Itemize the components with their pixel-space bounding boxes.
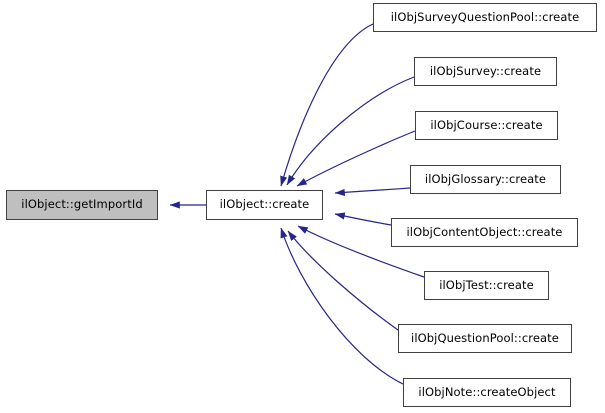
graph-edge-survey-to-create bbox=[286, 76, 415, 186]
node-ilobjsurveyquestionpool-create[interactable]: ilObjSurveyQuestionPool::create bbox=[373, 3, 597, 32]
node-label: ilObject::getImportId bbox=[21, 197, 143, 212]
node-label: ilObjSurvey::create bbox=[429, 63, 542, 78]
node-ilobjcourse-create[interactable]: ilObjCourse::create bbox=[415, 111, 558, 140]
graph-edge-course-to-create bbox=[296, 130, 416, 187]
node-label: ilObjContentObject::create bbox=[406, 224, 563, 239]
node-ilobjquestionpool-create[interactable]: ilObjQuestionPool::create bbox=[398, 324, 572, 353]
node-label: ilObjTest::create bbox=[439, 277, 534, 292]
node-ilobject-getimportid[interactable]: ilObject::getImportId bbox=[6, 190, 158, 220]
node-ilobject-create[interactable]: ilObject::create bbox=[206, 190, 323, 220]
node-label: ilObject::create bbox=[219, 197, 310, 212]
node-label: ilObjGlossary::create bbox=[424, 171, 547, 186]
graph-edge-surveyquestionpool-to-create bbox=[280, 23, 374, 187]
graph-edge-contentobject-to-create bbox=[334, 212, 392, 226]
node-ilobjtest-create[interactable]: ilObjTest::create bbox=[424, 271, 549, 300]
node-label: ilObjNote::createObject bbox=[418, 384, 556, 399]
node-ilobjsurvey-create[interactable]: ilObjSurvey::create bbox=[414, 57, 557, 86]
node-label: ilObjQuestionPool::create bbox=[411, 330, 559, 345]
node-ilobjglossary-create[interactable]: ilObjGlossary::create bbox=[410, 165, 561, 194]
node-label: ilObjCourse::create bbox=[430, 117, 543, 132]
graph-edge-questionpool-to-create bbox=[287, 230, 399, 331]
graph-edge-note-to-create bbox=[280, 227, 404, 385]
node-ilobjnote-createobject[interactable]: ilObjNote::createObject bbox=[403, 378, 571, 407]
graph-edge-glossary-to-create bbox=[334, 187, 411, 197]
node-ilobjcontentobject-create[interactable]: ilObjContentObject::create bbox=[391, 218, 578, 247]
node-label: ilObjSurveyQuestionPool::create bbox=[390, 9, 580, 24]
